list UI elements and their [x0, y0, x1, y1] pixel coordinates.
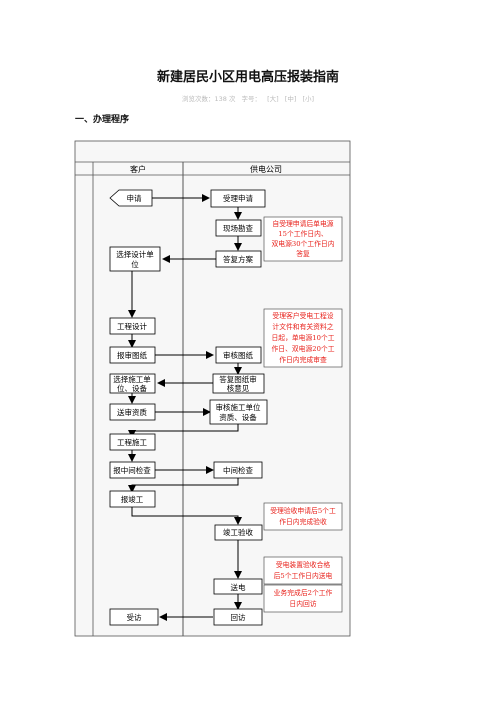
font-size-medium-link[interactable]: [中] [284, 95, 297, 103]
review-builder-node [209, 399, 268, 425]
final-accept-node [214, 524, 263, 541]
construction-label: 工程施工 [117, 437, 147, 447]
report-done-label: 报竣工 [121, 494, 144, 504]
lane-supplier: 供电公司 [250, 164, 282, 174]
font-size-label: 字号： [241, 95, 262, 103]
font-size-small-link[interactable]: [小] [302, 95, 315, 103]
reply-review-node [212, 373, 265, 394]
design-label: 工程设计 [117, 321, 147, 331]
review-builder-label-1: 审核施工单位 [216, 402, 261, 412]
note-3-box [263, 502, 343, 531]
select-designer-label-1: 选择设计单 [116, 249, 154, 259]
note-4-box [263, 556, 343, 585]
font-size-large-link[interactable]: [大] [267, 95, 279, 103]
view-count: 浏览次数：138 次 [181, 95, 236, 103]
note-4-line-1: 受电装置验收合格 [276, 560, 331, 569]
return-visit-label: 受访 [127, 612, 142, 622]
note-2-line-5: 作日内完成审查 [279, 355, 327, 364]
note-1-line-3: 双电源30个工作日内 [271, 239, 334, 248]
review-drawings-node [215, 346, 262, 364]
note-1-line-2: 15个工作日内、 [278, 229, 327, 238]
select-designer-label-2: 位 [131, 259, 139, 269]
note-5-line-1: 业务完成后2个工作 [274, 588, 333, 597]
lane-customer: 客户 [130, 164, 146, 174]
select-builder-label-1: 选择施工单 [113, 374, 151, 384]
note-3-line-2: 作日内完成验收 [279, 517, 327, 526]
arrow-done-accept [131, 507, 242, 525]
note-2-line-3: 日起，单电源10个工 [271, 333, 334, 342]
power-on-node [213, 578, 263, 595]
reply-plan-node [215, 250, 262, 268]
note-2-box [263, 308, 343, 368]
note-5-line-2: 日内回访 [289, 599, 316, 608]
review-drawings-label: 审核图纸 [223, 350, 253, 360]
reply-review-label-1: 答复图纸审 [219, 374, 257, 384]
survey-label: 现场勘查 [223, 223, 253, 233]
note-1-line-4: 答复 [296, 249, 310, 258]
submit-drawings-node [109, 346, 156, 364]
section-heading: 一、办理程序 [75, 115, 130, 125]
mid-inspect-label: 中间检查 [223, 465, 253, 475]
select-builder-label-2: 位、设备 [117, 383, 147, 393]
note-1-line-1: 自受理申请后单电源 [272, 219, 333, 228]
apply-label: 申请 [127, 193, 142, 203]
mid-inspect-node [213, 461, 263, 479]
note-2-line-4: 作日、双电源20个工 [271, 344, 334, 353]
note-3-line-1: 受理验收申请后5个工 [270, 506, 336, 515]
note-2-line-2: 计文件和有关资料之 [272, 322, 333, 331]
apply-node [109, 189, 153, 207]
select-builder-node [109, 373, 156, 394]
submit-drawings-label: 报审图纸 [117, 350, 147, 360]
reply-review-label-2: 核意见 [227, 383, 250, 393]
return-visit-node [109, 608, 159, 626]
mid-inspect-req-label: 报中间检查 [113, 465, 151, 475]
page-title: 新建居民小区用电高压报装指南 [156, 70, 339, 85]
select-designer-node [109, 246, 161, 272]
design-node [109, 317, 156, 335]
report-done-node [109, 490, 156, 508]
note-2-line-1: 受理客户受电工程设 [272, 311, 333, 320]
mid-inspect-req-node [109, 461, 156, 479]
article-meta: 浏览次数：138 次 字号： [大] [中] [小] [0, 93, 496, 103]
reply-plan-label: 答复方案 [223, 254, 253, 264]
construction-node [109, 433, 156, 451]
arrow-inspect-done [128, 478, 239, 493]
note-5-box [263, 584, 343, 613]
accept-label: 受理申请 [223, 193, 253, 203]
power-on-label: 送电 [231, 582, 246, 592]
note-4-line-2: 后5个工作日内送电 [274, 571, 333, 580]
review-builder-label-2: 资质、设备 [219, 412, 257, 422]
note-1-box [263, 216, 343, 262]
submit-qual-node [109, 403, 156, 421]
submit-qual-label: 送审资质 [117, 407, 147, 417]
visit-label: 回访 [231, 612, 246, 622]
accept-node [210, 189, 266, 208]
survey-node [215, 219, 262, 237]
final-accept-label: 竣工验收 [223, 527, 253, 537]
visit-node [213, 608, 263, 626]
